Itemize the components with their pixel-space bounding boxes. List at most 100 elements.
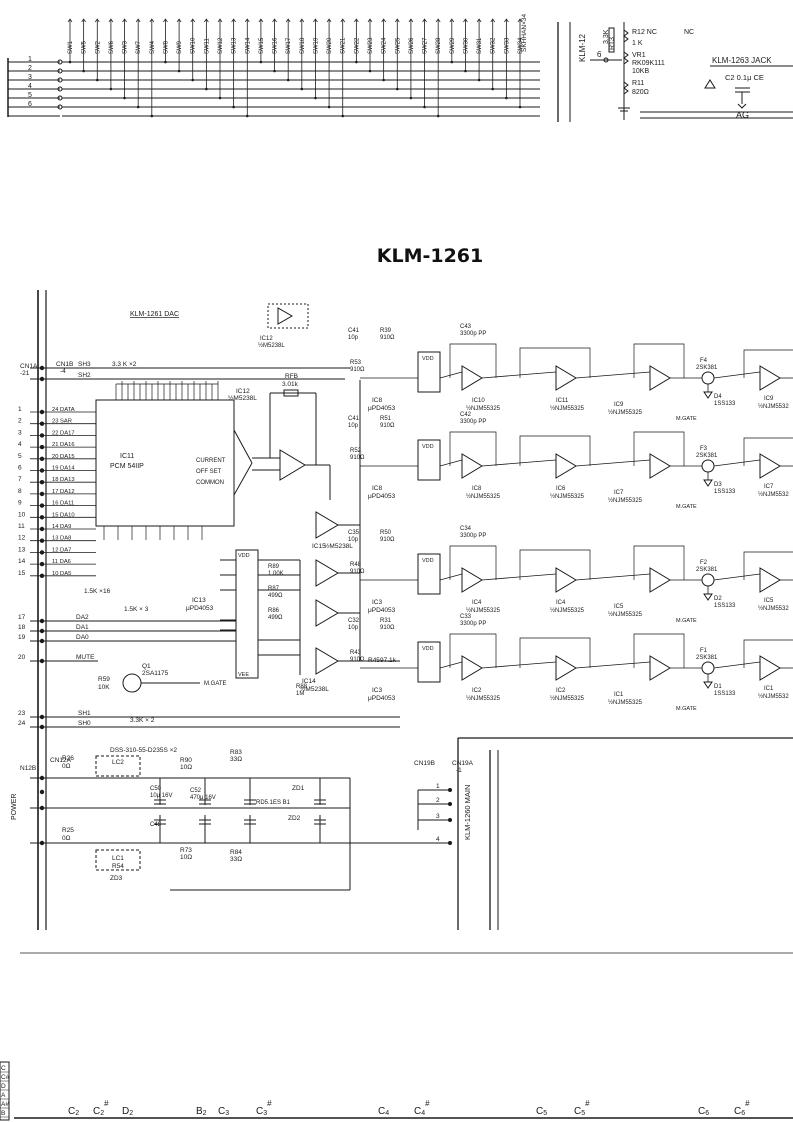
connector-dot <box>39 409 45 415</box>
input-label: 13 DA8 <box>52 536 71 542</box>
opamp-label: IC6 <box>556 486 566 492</box>
opamp-part: ½NJM55325 <box>550 607 585 614</box>
switch-junction <box>259 60 263 64</box>
opamp-part: ½NJM55325 <box>550 493 585 500</box>
ic12-label: IC12 <box>236 388 250 395</box>
switch-label: SW25 <box>395 37 401 54</box>
switch-contact-icon <box>313 18 318 23</box>
opamp-symbol <box>461 567 483 593</box>
switch-junction <box>95 78 99 82</box>
connector-dot <box>39 515 45 520</box>
opamp-symbol <box>555 567 577 593</box>
pin-number: 15 <box>18 570 26 577</box>
switch-junction <box>286 78 290 82</box>
r89-label: R89 <box>268 564 280 570</box>
opamp-part: ½NJM55325 <box>608 699 643 706</box>
switch-label: SW19 <box>313 37 319 54</box>
opamp-part: ½NJM55325 <box>466 607 501 614</box>
pin-label: 2 <box>28 65 32 72</box>
switch-junction <box>123 96 126 100</box>
zd-part: RD5.1ES B1 <box>256 800 291 806</box>
opamp-symbol <box>649 365 671 391</box>
warning-icon <box>704 79 716 89</box>
ic11-chip: IC11 PCM 54IIP CURRENT OFF SET COMMON <box>95 381 253 540</box>
capacitor-value: 3300p PP <box>460 419 486 425</box>
switch-junction <box>436 114 440 118</box>
switch-contact-icon <box>435 18 441 23</box>
power-section: N12B CN12A POWER DSS-310-55-D235S ×2 LC2… <box>11 747 351 891</box>
ic12-part: ½M5238L <box>228 394 257 402</box>
diode-part: 1SS133 <box>714 489 736 495</box>
switch-label: SW29 <box>450 37 456 54</box>
note-label: C5 <box>536 1106 547 1117</box>
signal-wire <box>575 573 651 581</box>
resistor-value: 910Ω <box>350 657 365 663</box>
switch-junction <box>191 78 195 82</box>
r90-value: 10Ω <box>180 764 192 771</box>
cn19a-pin: -1 <box>456 767 462 774</box>
connector-dot <box>39 421 45 426</box>
vr1-label: VR1 <box>632 52 646 59</box>
input-label: 14 DA9 <box>52 524 71 530</box>
input-label: 21 DA16 <box>52 442 75 448</box>
c52-value: 470μ 16V <box>190 795 216 801</box>
legend-box: CC#DAA#B <box>0 1061 10 1121</box>
main-connector: CN19B CN19A -1 KLM-1260 MAIN 1 2 3 4 <box>350 737 793 930</box>
opamp-label: IC7 <box>614 490 624 496</box>
opamp-label: IC4 <box>556 600 566 606</box>
switch-contact-icon <box>354 18 359 23</box>
switch-contact-icon <box>122 18 127 23</box>
common-label: COMMON <box>196 480 224 486</box>
r54-label: R54 <box>112 863 124 870</box>
feedback-wire <box>449 431 497 466</box>
dac-section: KLM-1261 DAC CN1A -21 CN1B -4 SH3 SH2 3.… <box>18 290 793 930</box>
switch-chip <box>417 553 441 595</box>
connector-dot <box>39 433 45 438</box>
switch-junction <box>273 69 276 73</box>
resistor-label: R39 <box>380 328 392 334</box>
feedback-wire <box>519 435 591 466</box>
switch-label: SW24 <box>382 37 388 54</box>
pin-number: 6 <box>18 465 22 472</box>
capacitor-value: 3300p PP <box>460 533 486 539</box>
fet-label: F4 <box>700 358 708 364</box>
output-channels: VDDIC8μPD4053R53910ΩR39910ΩC4110pC433300… <box>348 324 793 712</box>
capacitor-value: 10p <box>348 335 359 341</box>
fet-icon <box>701 573 715 587</box>
chip-pin-label: VDD <box>422 444 434 450</box>
switch-label: SW2 <box>95 40 101 54</box>
r86-value: 499Ω <box>268 615 283 621</box>
dss-label: DSS-310-55-D235S ×2 <box>110 747 177 754</box>
connector-dot <box>39 573 45 578</box>
zd2-label: ZD2 <box>288 815 301 822</box>
ic12-small-part: ½M5238L <box>258 342 285 349</box>
connector-dot <box>39 561 45 567</box>
diode-label: D2 <box>714 596 722 602</box>
pin-number: 13 <box>18 546 26 553</box>
feedback-wire <box>743 551 793 580</box>
signal-wire <box>481 573 557 581</box>
pin-number: 2 <box>18 418 22 425</box>
connector-pins-top: 1 2 3 4 5 6 <box>7 56 63 117</box>
switch-contact-icon <box>449 18 455 23</box>
r90-label: R90 <box>180 757 192 764</box>
output-opamp-part: ½NJM5532 <box>758 403 789 410</box>
power-caps <box>154 778 326 843</box>
note-label: C3# <box>256 1099 272 1117</box>
switch-junction <box>205 87 208 91</box>
switch-contact-icon <box>135 18 141 23</box>
opamp-label: IC4 <box>472 600 482 606</box>
main-pin: 1 <box>436 783 440 790</box>
fet-part: 2SK381 <box>696 655 718 661</box>
opamp-part: ½NJM55325 <box>608 497 643 504</box>
rfb-value: 3.01k <box>282 381 299 388</box>
resistor-value: 910Ω <box>380 625 395 631</box>
switch-label: SW30 <box>463 37 469 54</box>
input-label: 10 DA5 <box>52 571 71 577</box>
input-label: 12 DA7 <box>52 547 71 553</box>
opamp-symbol <box>461 655 483 681</box>
r73-value: 10Ω <box>180 854 192 861</box>
switch-label: SW9 <box>177 40 183 54</box>
pin-number: 14 <box>18 558 26 565</box>
r88-value: 1M <box>296 691 304 697</box>
